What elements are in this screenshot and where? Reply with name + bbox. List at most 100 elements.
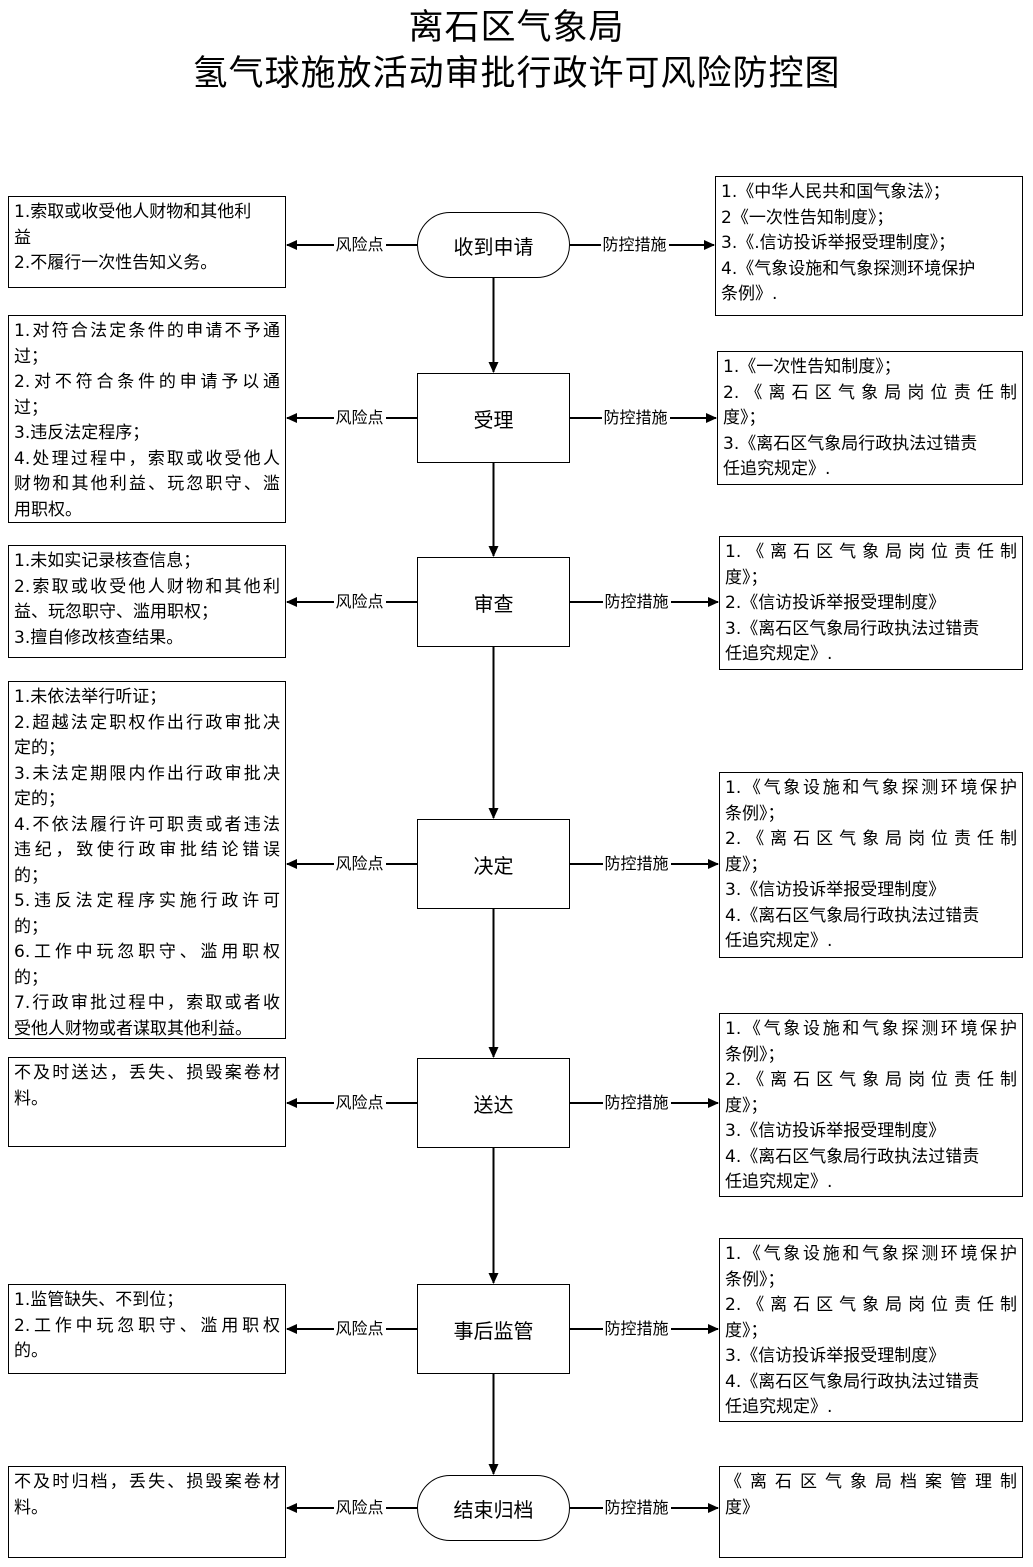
risk-line: 违纪，致使行政审批结论错误: [14, 840, 280, 860]
measure-line: 3.《信访投诉举报受理制度》: [725, 1346, 946, 1366]
risk-line: 2.工作中玩忽职守、滥用职权: [14, 1315, 280, 1336]
measure-line: 1.《离石区气象局岗位责任制: [725, 542, 1017, 562]
risk-line: 不及时归档，丢失、损毁案卷材: [14, 1472, 280, 1492]
risk-label: 风险点: [333, 1498, 386, 1517]
measure-label: 防控措施: [602, 854, 671, 873]
measure-line: 3.《信访投诉举报受理制度》: [725, 1121, 946, 1141]
measure-line: 度》；: [723, 408, 766, 428]
measure-line: 度》；: [725, 854, 768, 875]
measure-label: 防控措施: [601, 408, 670, 427]
risk-label: 风险点: [333, 854, 386, 873]
measure-line: 3.《离石区气象局行政执法过错责: [725, 618, 980, 639]
measure-box-3: 1.《离石区气象局岗位责任制度》； 2.《信访投诉举报受理制度》 3.《离石区气象局…: [719, 536, 1023, 670]
measure-line: 任追究规定》.: [725, 931, 833, 951]
risk-line: 1.未依法举行听证；: [14, 687, 167, 707]
page-subtitle: 氢气球施放活动审批行政许可风险防控图: [192, 54, 841, 94]
measure-box-7: 《离石区气象局档案管理制度》: [719, 1466, 1023, 1558]
measure-line: 2.《信访投诉举报受理制度》: [725, 593, 946, 613]
measure-line: 1.《中华人民共和国气象法》；: [721, 182, 950, 202]
page-title: 离石区气象局: [408, 8, 625, 48]
measure-box-5: 1.《气象设施和气象探测环境保护条例》；2.《离石区气象局岗位责任制度》；3.《…: [719, 1013, 1023, 1197]
measure-line: 任追究规定》.: [725, 1172, 833, 1192]
risk-label: 风险点: [333, 235, 386, 254]
measure-label: 防控措施: [602, 1498, 671, 1517]
risk-line: 不及时送达，丢失、损毁案卷材: [14, 1063, 280, 1083]
risk-box-7: 不及时归档，丢失、损毁案卷材料。: [8, 1466, 286, 1558]
measure-line: 3.《信访投诉举报受理制度》: [725, 880, 946, 900]
measure-line: 3.《离石区气象局行政执法过错责: [723, 433, 978, 454]
risk-line: 1.索取或收受他人财物和其他利: [14, 202, 252, 222]
step-node-2: 受理: [417, 373, 570, 463]
measure-line: 任追究规定》.: [725, 1397, 833, 1417]
risk-box-5: 不及时送达，丢失、损毁案卷材料。: [8, 1057, 286, 1147]
risk-line: 7.行政审批过程中，索取或者收: [14, 993, 280, 1013]
risk-line: 2.超越法定职权作出行政审批决: [14, 712, 280, 733]
risk-box-3: 1.未如实记录核查信息； 2.索取或收受他人财物和其他利益、玩忽职守、滥用职权； 3…: [8, 545, 286, 658]
measure-line: 《离石区气象局档案管理制: [725, 1472, 1017, 1492]
measure-label: 防控措施: [602, 1319, 671, 1338]
measure-box-2: 1.《一次性告知制度》； 2.《离石区气象局岗位责任制度》； 3.《离石区气象局行政…: [717, 351, 1023, 485]
measure-line: 度》；: [725, 567, 768, 588]
measure-box-6: 1.《气象设施和气象探测环境保护条例》； 2.《离石区气象局岗位责任制度》； 3.《…: [719, 1238, 1023, 1422]
measure-line: 度》: [725, 1497, 759, 1518]
measure-line: 2.《离石区气象局岗位责任制: [725, 1070, 1017, 1090]
measure-line: 4.《离石区气象局行政执法过错责: [725, 905, 980, 926]
risk-label: 风险点: [333, 408, 386, 427]
risk-box-6: 1.监管缺失、不到位； 2.工作中玩忽职守、滥用职权的。: [8, 1284, 286, 1374]
measure-line: 度》；: [725, 1095, 768, 1116]
risk-line: 料。: [14, 1497, 48, 1518]
risk-line: 2.不履行一次性告知义务。: [14, 253, 218, 273]
risk-line: 4.处理过程中，索取或收受他人: [14, 448, 280, 469]
risk-line: 的；: [14, 865, 48, 886]
risk-line: 2.索取或收受他人财物和其他利: [14, 576, 280, 597]
risk-line: 的；: [14, 967, 48, 988]
measure-line: 任追究规定》.: [723, 459, 831, 479]
risk-box-1: 1.索取或收受他人财物和其他利益 2.不履行一次性告知义务。: [8, 196, 286, 288]
risk-line: 益、玩忽职守、滥用职权；: [14, 602, 218, 622]
risk-line: 6.工作中玩忽职守、滥用职权: [14, 942, 280, 962]
step-node-6: 事后监管: [417, 1284, 570, 1374]
risk-label: 风险点: [333, 1319, 386, 1338]
step-node-5: 送达: [417, 1058, 570, 1148]
step-node-3: 审查: [417, 557, 570, 647]
risk-line: 1.对符合法定条件的申请不予通: [14, 321, 280, 341]
risk-line: 定的；: [14, 789, 65, 809]
measure-box-4: 1.《气象设施和气象探测环境保护条例》；2.《离石区气象局岗位责任制度》；3.《…: [719, 772, 1023, 958]
measure-line: 2.《离石区气象局岗位责任制: [725, 1295, 1017, 1315]
measure-line: 4.《气象设施和气象探测环境保护: [721, 258, 976, 279]
risk-line: 1.监管缺失、不到位；: [14, 1290, 184, 1310]
risk-label: 风险点: [333, 592, 386, 611]
measure-label: 防控措施: [602, 1093, 671, 1112]
risk-line: 2.对不符合条件的申请予以通: [14, 372, 280, 392]
measure-line: 2.《离石区气象局岗位责任制: [725, 829, 1017, 849]
risk-line: 4.不依法履行许可职责或者违法: [14, 814, 280, 835]
risk-line: 5.违反法定程序实施行政许可: [14, 891, 280, 911]
risk-line: 1.未如实记录核查信息；: [14, 551, 201, 571]
risk-line: 定的；: [14, 738, 65, 758]
measure-line: 1.《气象设施和气象探测环境保护: [725, 778, 1017, 798]
measure-label: 防控措施: [602, 592, 671, 611]
risk-line: 财物和其他利益、玩忽职守、滥: [14, 474, 280, 494]
measure-line: 2《一次性告知制度》；: [721, 207, 894, 228]
risk-line: 益: [14, 227, 31, 248]
risk-line: 3.擅自修改核查结果。: [14, 627, 184, 648]
risk-line: 3.未法定期限内作出行政审批决: [14, 763, 280, 784]
measure-line: 条例》；: [725, 1044, 785, 1065]
measure-line: 4.《离石区气象局行政执法过错责: [725, 1371, 980, 1392]
risk-line: 受他人财物或者谋取其他利益。: [14, 1018, 252, 1039]
risk-line: 的。: [14, 1341, 48, 1361]
measure-box-1: 1.《中华人民共和国气象法》； 2《一次性告知制度》； 3.《.信访投诉举报受理制度…: [715, 176, 1023, 316]
risk-line: 的；: [14, 916, 48, 937]
measure-line: 条例》.: [721, 284, 778, 304]
measure-line: 1.《气象设施和气象探测环境保护: [725, 1244, 1017, 1264]
risk-line: 料。: [14, 1088, 48, 1109]
measure-line: 2.《离石区气象局岗位责任制: [723, 382, 1017, 403]
risk-line: 过；: [14, 397, 48, 418]
risk-box-2: 1.对符合法定条件的申请不予通过；2.对不符合条件的申请予以通过；3.违反法定程…: [8, 315, 286, 523]
measure-line: 1.《一次性告知制度》；: [723, 357, 901, 377]
measure-line: 条例》；: [725, 1269, 785, 1290]
measure-line: 3.《.信访投诉举报受理制度》；: [721, 233, 956, 253]
measure-line: 度》；: [725, 1320, 768, 1341]
risk-label: 风险点: [333, 1093, 386, 1112]
risk-line: 3.违反法定程序；: [14, 423, 150, 443]
